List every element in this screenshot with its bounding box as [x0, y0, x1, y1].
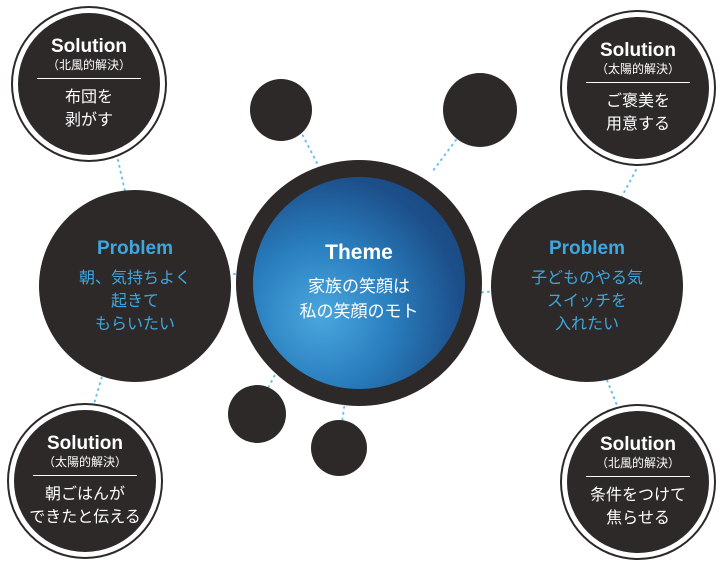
decorative-circle — [250, 79, 312, 141]
solution-text-line: 剥がす — [64, 110, 113, 129]
solution-node-bottom-right: Solution （北風的解決） 条件をつけて 焦らせる — [562, 406, 714, 558]
connector-line — [431, 139, 457, 173]
solution-node-bottom-left: Solution （太陽的解決） 朝ごはんが できたと伝える — [9, 405, 161, 557]
solution-text-line: できたと伝える — [29, 507, 141, 526]
solution-text-line: 用意する — [605, 114, 670, 133]
solution-divider — [33, 475, 137, 476]
theme-title: Theme — [325, 241, 393, 264]
problem-title: Problem — [96, 237, 174, 259]
solution-divider — [586, 82, 690, 83]
problem-text-line: 子どものやる気 — [530, 267, 643, 287]
solution-divider — [37, 78, 141, 79]
connector-line — [299, 129, 319, 166]
solution-subtitle: （太陽的解決） — [42, 455, 127, 469]
connector-line — [341, 394, 347, 423]
solution-node-top-left: Solution （北風的解決） 布団を 剥がす — [13, 8, 165, 160]
theme-text-line: 私の笑顔のモト — [299, 302, 419, 322]
solution-text-line: 布団を — [64, 87, 113, 106]
problem-title: Problem — [548, 237, 626, 259]
solution-subtitle: （北風的解決） — [46, 58, 131, 72]
problem-text-line: スイッチを — [546, 290, 627, 310]
solution-divider — [586, 476, 690, 477]
solution-text-line: 朝ごはんが — [44, 484, 125, 503]
solution-node-top-right: Solution （太陽的解決） ご褒美を 用意する — [562, 12, 714, 164]
decorative-circle — [443, 73, 517, 147]
decorative-circle — [228, 385, 286, 443]
problem-node-left: Problem 朝、気持ちよく 起きて もらいたい — [39, 190, 231, 382]
solution-title: Solution — [600, 434, 676, 455]
theme-text-line: 家族の笑顔は — [308, 277, 410, 297]
problem-text-line: 朝、気持ちよく — [78, 267, 191, 287]
connector-line — [619, 169, 637, 201]
theme-node: Theme 家族の笑顔は 私の笑顔のモト — [236, 160, 482, 406]
connector-line — [604, 374, 619, 409]
problem-text-line: 起きて — [110, 290, 159, 310]
decorative-circle — [311, 420, 367, 476]
problem-text-line: もらいたい — [94, 313, 175, 333]
solution-text-line: ご褒美を — [605, 91, 670, 110]
solution-text-line: 焦らせる — [606, 508, 670, 527]
solution-title: Solution — [600, 40, 676, 61]
solution-title: Solution — [51, 36, 127, 57]
solution-text-line: 条件をつけて — [589, 485, 686, 504]
problem-text-line: 入れたい — [554, 313, 619, 333]
theme-inner-circle: Theme 家族の笑顔は 私の笑顔のモト — [253, 177, 465, 389]
solution-subtitle: （北風的解決） — [595, 456, 680, 470]
problem-node-right: Problem 子どものやる気 スイッチを 入れたい — [491, 190, 683, 382]
solution-title: Solution — [47, 433, 123, 454]
solution-subtitle: （太陽的解決） — [595, 62, 680, 76]
